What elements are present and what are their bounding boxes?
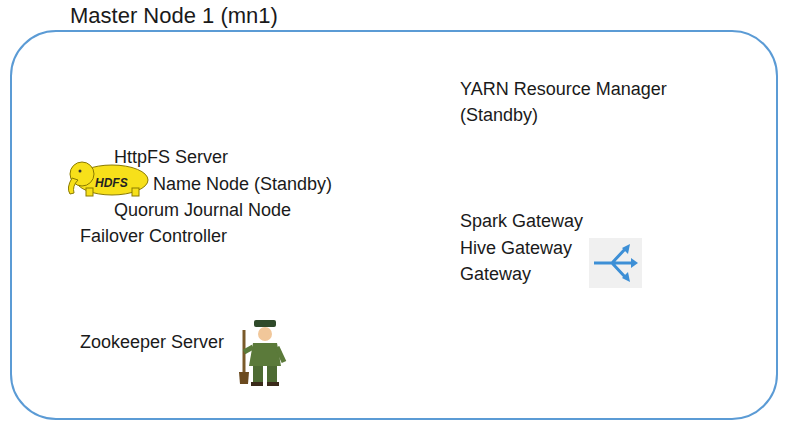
hdfs-elephant-icon bbox=[68, 162, 148, 196]
service-label: Failover Controller bbox=[80, 223, 227, 249]
service-label: Name Node (Standby) bbox=[153, 171, 332, 197]
service-label: YARN Resource Manager (Standby) bbox=[460, 76, 710, 128]
node-title: Master Node 1 (mn1) bbox=[70, 2, 278, 30]
service-label: HttpFS Server bbox=[114, 144, 228, 170]
logo-text: HDFS bbox=[95, 176, 128, 190]
zookeeper-icon bbox=[239, 320, 284, 386]
service-label: Quorum Journal Node bbox=[114, 197, 291, 223]
service-label: Spark Gateway bbox=[460, 208, 583, 234]
service-label: Zookeeper Server bbox=[80, 329, 224, 355]
service-label: Gateway bbox=[460, 261, 531, 287]
service-label: Hive Gateway bbox=[460, 235, 572, 261]
gateway-arrow-icon bbox=[589, 238, 642, 288]
